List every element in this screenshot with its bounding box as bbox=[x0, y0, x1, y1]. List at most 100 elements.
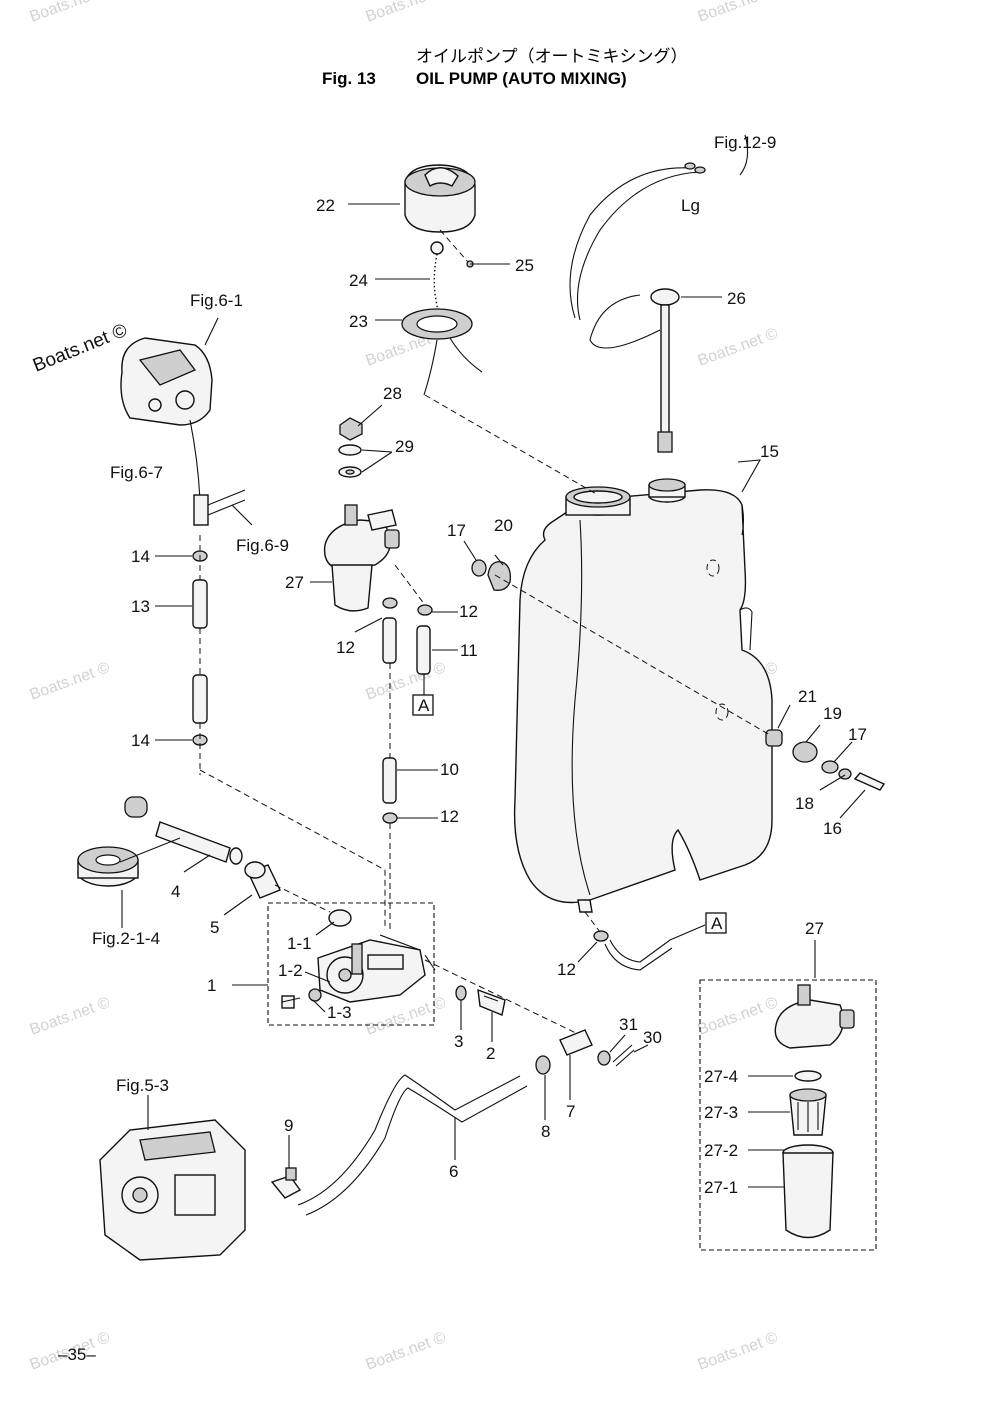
ref-fig-12-9: Fig.12-9 bbox=[714, 133, 776, 152]
washer-31 bbox=[597, 1050, 611, 1066]
callout-7: 7 bbox=[566, 1102, 575, 1121]
callout-19: 19 bbox=[823, 704, 842, 723]
figure-number: Fig. 13 bbox=[322, 69, 376, 88]
watermark: Boats.net © bbox=[696, 1329, 781, 1374]
clip-12 bbox=[593, 930, 609, 942]
grommet-20 bbox=[487, 561, 511, 591]
callout-6: 6 bbox=[449, 1162, 458, 1181]
callout-15: 15 bbox=[760, 442, 779, 461]
joint-fig-6-7 bbox=[193, 494, 209, 526]
clip-12 bbox=[382, 597, 398, 609]
hose-12-connector bbox=[382, 617, 397, 664]
callout-12: 12 bbox=[440, 807, 459, 826]
callout-27-2: 27-2 bbox=[704, 1141, 738, 1160]
callout-1-1: 1-1 bbox=[287, 934, 312, 953]
ref-fig-6-7: Fig.6-7 bbox=[110, 463, 163, 482]
callout-27: 27 bbox=[285, 573, 304, 592]
title-japanese: オイルポンプ（オートミキシング） bbox=[416, 47, 688, 67]
watermark: Boats.net © bbox=[28, 994, 113, 1039]
callout-3: 3 bbox=[454, 1032, 463, 1051]
watermark: Boats.net © bbox=[696, 994, 781, 1039]
callout-18: 18 bbox=[795, 794, 814, 813]
callout-8: 8 bbox=[541, 1122, 550, 1141]
callout-27-3: 27-3 bbox=[704, 1103, 738, 1122]
callout-16: 16 bbox=[823, 819, 842, 838]
bolt-16 bbox=[853, 772, 886, 791]
callout-4: 4 bbox=[171, 882, 180, 901]
callout-10: 10 bbox=[440, 760, 459, 779]
connector-a-tag bbox=[705, 912, 727, 934]
callout-25: 25 bbox=[515, 256, 534, 275]
grommet-19 bbox=[792, 741, 818, 763]
washer-29 bbox=[338, 444, 362, 456]
callout-1: 1 bbox=[207, 976, 216, 995]
callout-30: 30 bbox=[643, 1028, 662, 1047]
joint-9 bbox=[270, 1175, 302, 1199]
watermark: Boats.net © bbox=[696, 0, 781, 26]
drive-shaft-4 bbox=[155, 821, 231, 863]
watermark: Boats.net © bbox=[364, 994, 449, 1039]
tank-cap bbox=[404, 164, 476, 233]
watermark: Boats.net © bbox=[364, 0, 449, 26]
callout-12: 12 bbox=[336, 638, 355, 657]
callout-20: 20 bbox=[494, 516, 513, 535]
watermark: Boats.net © bbox=[364, 659, 449, 704]
washer-17 bbox=[471, 559, 487, 577]
oil-pump-1 bbox=[281, 909, 436, 1009]
title-english: OIL PUMP (AUTO MIXING) bbox=[416, 69, 627, 88]
callout-21: 21 bbox=[798, 687, 817, 706]
callout-12: 12 bbox=[557, 960, 576, 979]
watermark: Boats.net © bbox=[696, 325, 781, 370]
hose-11 bbox=[416, 625, 431, 675]
callout-27-4: 27-4 bbox=[704, 1067, 738, 1086]
callout-1-3: 1-3 bbox=[327, 1003, 352, 1022]
callout-17: 17 bbox=[848, 725, 867, 744]
ref-lg: Lg bbox=[681, 196, 700, 215]
pump-assembly-outline bbox=[267, 902, 435, 1026]
connector-a-label: A bbox=[418, 696, 430, 715]
callout-23: 23 bbox=[349, 312, 368, 331]
watermark: Boats.net © bbox=[28, 659, 113, 704]
ref-fig-6-1: Fig.6-1 bbox=[190, 291, 243, 310]
chain-ring bbox=[430, 241, 444, 255]
callout-2: 2 bbox=[486, 1044, 495, 1063]
washer-17 bbox=[821, 760, 839, 774]
callout-14: 14 bbox=[131, 547, 150, 566]
callout-27: 27 bbox=[805, 919, 824, 938]
fitting-7 bbox=[559, 1029, 593, 1056]
filter-kit-parts bbox=[774, 984, 855, 1239]
ref-fig-5-3: Fig.5-3 bbox=[116, 1076, 169, 1095]
nut-28 bbox=[339, 417, 363, 441]
callout-14: 14 bbox=[131, 731, 150, 750]
hose-13-lower bbox=[192, 674, 208, 724]
collar-21 bbox=[765, 729, 783, 747]
filter-kit-outline bbox=[699, 979, 877, 1251]
watermark-dark: Boats.net © bbox=[30, 320, 130, 377]
engine-part-fig-6-1 bbox=[120, 337, 213, 501]
connector-a-tag bbox=[412, 694, 434, 716]
callout-11: 11 bbox=[460, 641, 478, 660]
clip-12 bbox=[382, 812, 398, 824]
bushing bbox=[124, 796, 148, 818]
connector-a-label: A bbox=[711, 914, 723, 933]
callout-29: 29 bbox=[395, 437, 414, 456]
callout-26: 26 bbox=[727, 289, 746, 308]
level-sender bbox=[569, 162, 706, 453]
pin-2 bbox=[477, 988, 506, 1016]
callout-17: 17 bbox=[447, 521, 466, 540]
callout-24: 24 bbox=[349, 271, 368, 290]
watermark: Boats.net © bbox=[28, 0, 113, 26]
carburetor-fig-5-3 bbox=[99, 1095, 246, 1261]
page-number: –35– bbox=[58, 1345, 96, 1364]
o-ring-3 bbox=[455, 985, 467, 1001]
clip-30 bbox=[612, 1044, 635, 1067]
oil-tank bbox=[513, 478, 773, 913]
clip-12 bbox=[417, 604, 433, 616]
callout-28: 28 bbox=[383, 384, 402, 403]
callout-5: 5 bbox=[210, 918, 219, 937]
callout-27-1: 27-1 bbox=[704, 1178, 738, 1197]
callout-13: 13 bbox=[131, 597, 150, 616]
ref-fig-6-9: Fig.6-9 bbox=[236, 536, 289, 555]
clamp-8 bbox=[535, 1055, 551, 1075]
callout-12: 12 bbox=[459, 602, 478, 621]
